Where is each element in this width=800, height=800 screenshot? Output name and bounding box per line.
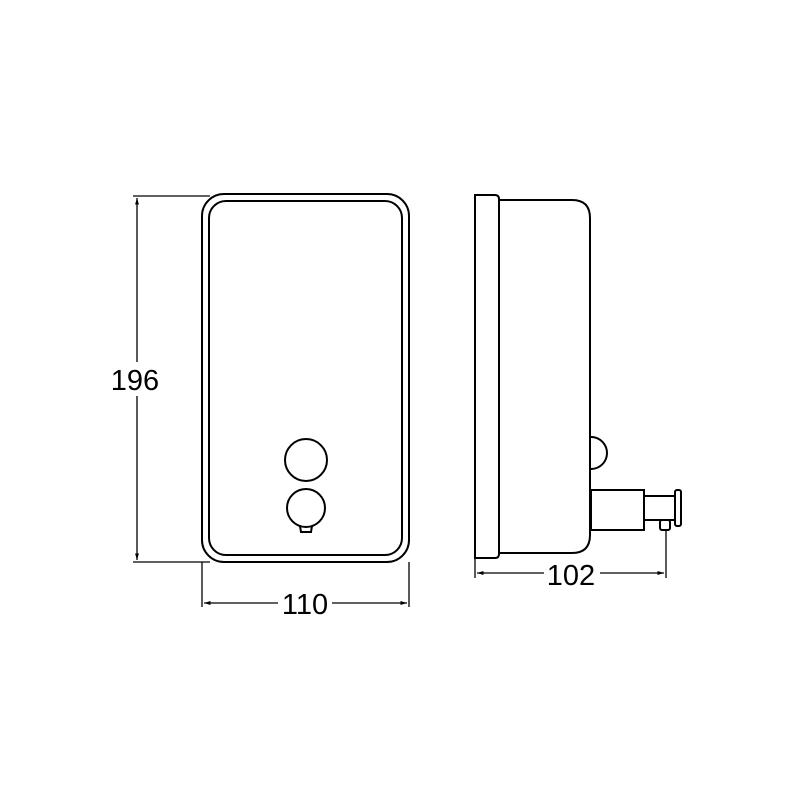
front-inner-panel [208,200,403,556]
height-label: 196 [111,365,159,397]
side-body [499,199,591,554]
soap-window-circle [284,438,328,482]
pump-cap [674,489,682,527]
pump-nozzle [659,519,671,531]
depth-dimension: 102 [474,530,667,592]
height-dimension: 196 [108,195,210,563]
push-button-circle [286,488,326,528]
width-dimension: 110 [201,562,410,621]
front-view [201,193,410,563]
pump-stem [643,495,676,521]
pump-pipe [590,489,645,531]
side-view [474,194,682,559]
back-plate [474,194,500,559]
nozzle-tab [299,525,313,533]
side-knob [590,436,608,470]
front-outer-body [201,193,410,563]
width-label: 110 [282,589,328,621]
depth-label: 102 [547,560,595,592]
